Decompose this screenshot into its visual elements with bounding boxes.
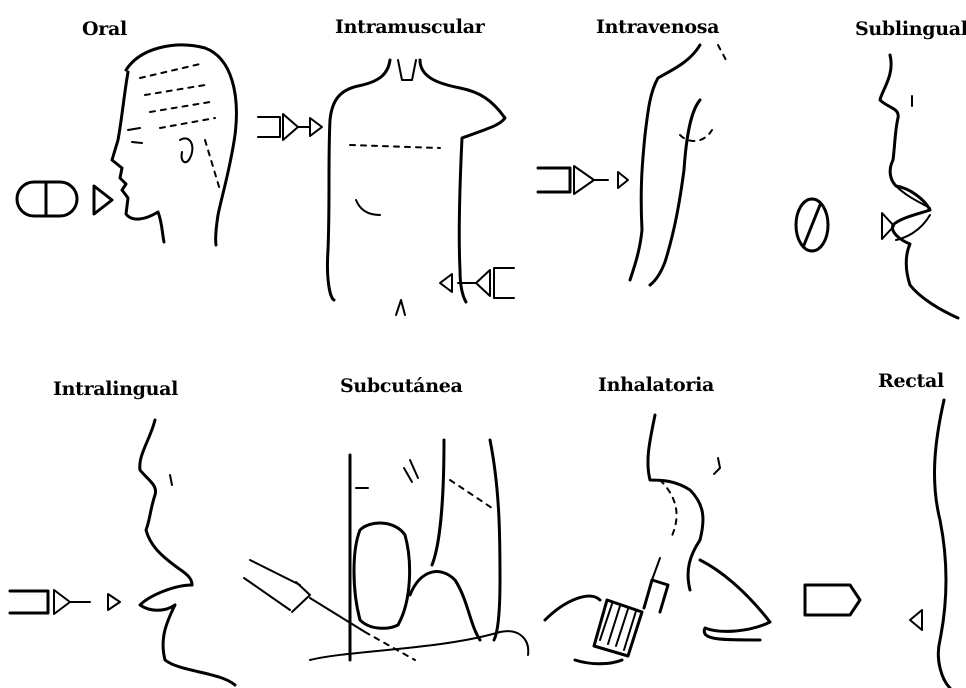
face-profile — [140, 420, 235, 685]
body-outline — [934, 400, 950, 688]
panel-inhalatoria — [545, 415, 770, 664]
panel-intramuscular — [258, 60, 514, 315]
arrow-icon — [94, 186, 112, 214]
arrow-icon — [108, 594, 120, 610]
hand-figure — [310, 440, 528, 660]
panel-rectal — [805, 400, 950, 688]
suppository-icon — [805, 585, 860, 615]
syringe-icon — [458, 268, 514, 298]
arrow-icon — [910, 610, 922, 630]
arrow-icon — [440, 274, 452, 292]
inhaler-icon — [594, 558, 668, 656]
panel-sublingual — [796, 55, 958, 318]
syringe-icon — [10, 590, 90, 614]
panel-oral — [17, 45, 236, 245]
torso-figure — [327, 60, 505, 315]
arm-figure — [630, 45, 726, 285]
panel-intralingual — [10, 420, 235, 685]
syringe-icon — [244, 560, 415, 660]
tablet-icon — [796, 199, 828, 251]
panel-intravenosa — [538, 45, 726, 285]
face-profile — [880, 55, 958, 318]
face-profile — [648, 415, 770, 640]
syringe-icon — [258, 114, 310, 140]
syringe-icon — [538, 166, 608, 194]
arrow-icon — [310, 118, 322, 136]
panel-subcutanea — [244, 440, 528, 660]
arrow-icon — [618, 172, 628, 188]
pill-icon — [17, 182, 77, 216]
head-profile — [112, 45, 236, 245]
